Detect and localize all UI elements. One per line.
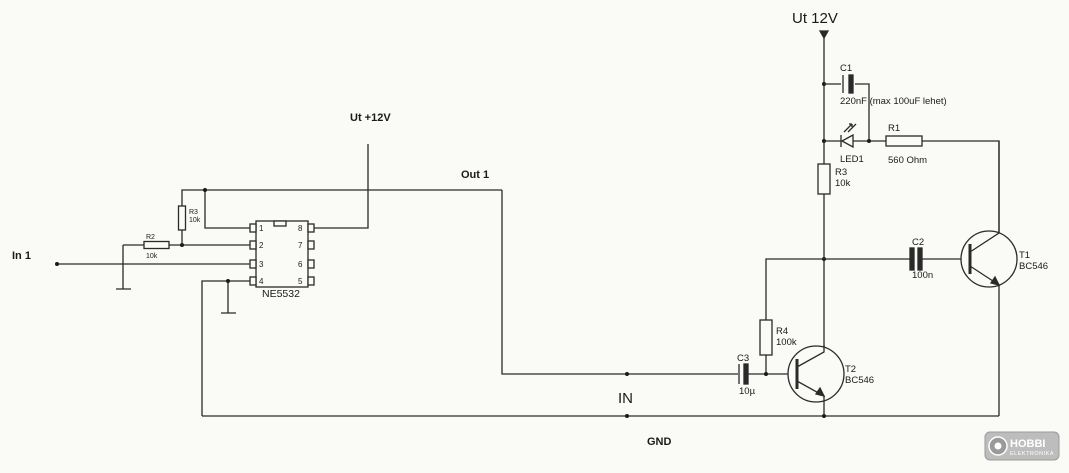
node-feedback <box>203 188 207 192</box>
r4-value: 100k <box>776 337 797 348</box>
transistor-stage: Ut 12V C1 220nF (max 100uF lehet) LED1 R… <box>737 10 1048 416</box>
r1-value: 560 Ohm <box>888 155 927 166</box>
ic-pin-8 <box>307 223 315 233</box>
c3-ref: C3 <box>737 353 749 364</box>
resistor-r1 <box>885 135 923 147</box>
ic-pin6-label: 6 <box>298 260 303 269</box>
logo-sub: ELEKTRONIKA <box>1010 451 1054 457</box>
wire-r2-ground <box>116 244 144 290</box>
label-in1: In 1 <box>12 250 31 262</box>
supply-arrow <box>818 30 830 40</box>
label-ut12v-left: Ut +12V <box>350 112 391 124</box>
label-out1: Out 1 <box>461 169 489 181</box>
r3-value: 10k <box>835 178 851 189</box>
node-c3-r4 <box>764 372 768 376</box>
node-in1 <box>55 262 59 266</box>
t1-value: BC546 <box>1019 261 1048 272</box>
t1-ref: T1 <box>1019 250 1030 261</box>
led1-ref: LED1 <box>840 154 864 165</box>
c2-plate-b <box>917 247 923 271</box>
t2-ref: T2 <box>845 364 856 375</box>
opamp-stage: 1 2 3 4 5 6 7 8 NE5532 R2 10k R3 10k In … <box>12 112 502 416</box>
node-led-r1 <box>867 139 871 143</box>
ic-pin5-label: 5 <box>298 277 303 286</box>
resistor-r2 <box>143 240 170 250</box>
c1-ref: C1 <box>840 63 852 74</box>
c3-plate-b <box>743 363 749 385</box>
ic-pin2-label: 2 <box>259 241 264 250</box>
node-gnd <box>625 414 629 418</box>
label-gnd: GND <box>647 436 672 448</box>
c1-plate-b <box>848 74 854 94</box>
resistor-r4 <box>759 319 773 356</box>
r3-ref: R3 <box>835 167 847 178</box>
label-in: IN <box>618 390 633 407</box>
ic-ne5532 <box>255 220 309 288</box>
r4-ref: R4 <box>776 326 788 337</box>
c2-ref: C2 <box>912 237 924 248</box>
node-pin4 <box>226 279 230 283</box>
ic-pin7-label: 7 <box>298 241 303 250</box>
ic-pin-7 <box>307 240 315 250</box>
ic-pin-5 <box>307 276 315 286</box>
resistor-r3-left <box>177 205 187 231</box>
wire-c1 <box>824 83 870 141</box>
ic-pin-3 <box>249 259 257 269</box>
led1-rays <box>843 123 857 133</box>
logo-text: HOBBI <box>1010 438 1045 450</box>
t2-emitter-arrow <box>814 386 826 397</box>
ic-notch <box>273 220 287 227</box>
label-ut12v-right: Ut 12V <box>792 10 838 27</box>
c2-value: 100n <box>912 270 933 281</box>
ic-pin4-label: 4 <box>259 277 264 286</box>
c1-value: 220nF (max 100uF lehet) <box>840 96 947 107</box>
r3-left-ref: R3 <box>189 209 198 216</box>
ic-pin-1 <box>249 223 257 233</box>
transistor-t2 <box>787 345 845 403</box>
r3-left-value: 10k <box>189 217 201 224</box>
led1-triangle <box>840 133 854 149</box>
wire-out1-to-in <box>501 190 738 375</box>
wire-r3-feedback <box>181 189 502 245</box>
t2-value: BC546 <box>845 375 874 386</box>
t1-emitter-arrow <box>989 275 1001 286</box>
ic-pin-6 <box>307 259 315 269</box>
node-in <box>625 372 629 376</box>
transistor-t1 <box>960 230 1018 288</box>
ic-pin-4 <box>249 276 257 286</box>
wire-pin4 <box>201 280 250 416</box>
c3-value: 10µ <box>739 386 756 397</box>
hobbi-elektronika-logo: HOBBI ELEKTRONIKA <box>984 431 1060 461</box>
c2-plate-a <box>909 247 915 271</box>
ic-name-label: NE5532 <box>262 288 300 300</box>
r2-ref: R2 <box>146 234 155 241</box>
logo-icon-inner <box>994 442 1002 450</box>
resistor-r3 <box>817 163 831 195</box>
r1-ref: R1 <box>888 123 900 134</box>
ic-pin8-label: 8 <box>298 224 303 233</box>
r2-value: 10k <box>146 253 158 260</box>
wire-r4-loop <box>765 258 824 374</box>
ic-pin1-label: 1 <box>259 224 264 233</box>
ic-pin-2 <box>249 240 257 250</box>
wire-pin8-supply <box>314 144 369 229</box>
ic-pin3-label: 3 <box>259 260 264 269</box>
